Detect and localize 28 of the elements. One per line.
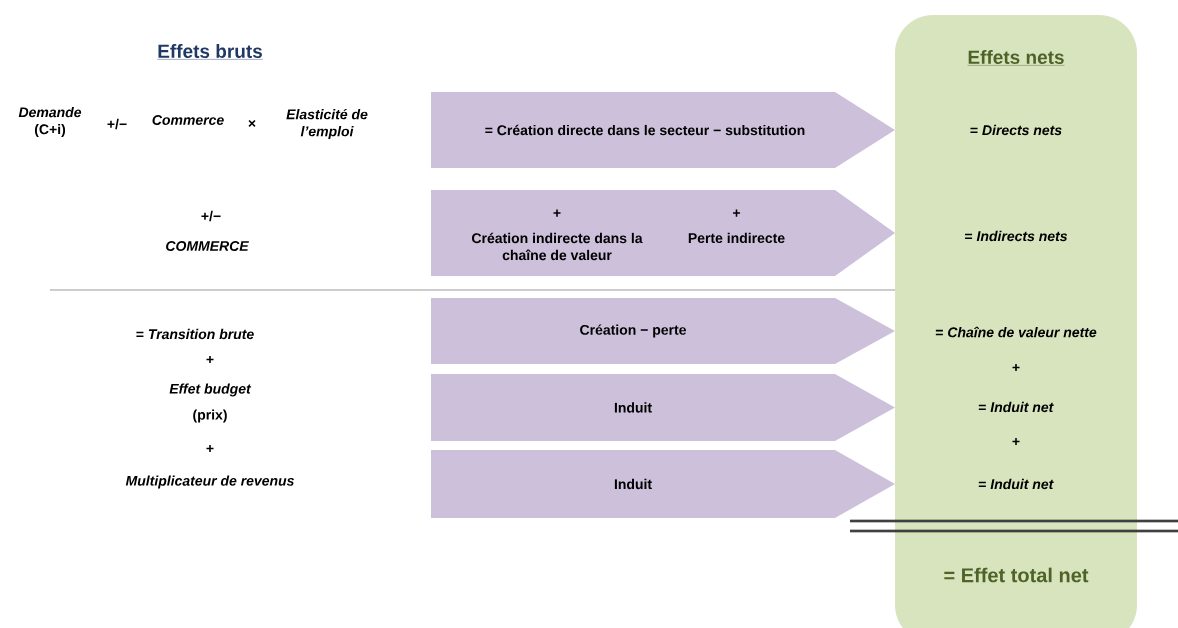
formula-term: (prix) — [193, 409, 227, 423]
formula-term: Multiplicateur de revenus — [125, 475, 294, 489]
formula-term: = Transition brute — [136, 328, 254, 340]
operator-sign: × — [248, 119, 256, 127]
formula-term: Commerce — [152, 115, 224, 125]
formula-term: Elasticité de l’emploi — [286, 108, 368, 140]
step-box: + + Création indirecte dans la chaîne de valeur Perte indirecte — [431, 190, 895, 276]
net-effect-text: = Induit net — [978, 401, 1054, 413]
column-heading: Effets bruts — [157, 44, 263, 60]
step-box: = Création directe dans le secteur − substitution — [431, 92, 895, 168]
operator-sign: + — [206, 355, 214, 363]
formula-term: Demande (C+i) — [18, 106, 82, 137]
net-effect-text: = Chaîne de valeur nette — [935, 326, 1097, 338]
step-box: Création − perte — [431, 298, 895, 364]
formula-term: Effet budget — [169, 383, 252, 397]
formula-term: COMMERCE — [166, 241, 249, 251]
step-box: Induit — [431, 450, 895, 518]
step-box: Induit — [431, 374, 895, 441]
net-effect-text: + — [1012, 363, 1020, 371]
operator-sign: +/− — [107, 118, 127, 130]
net-effect-text: = Induit net — [978, 478, 1054, 490]
operator-sign: +/− — [201, 210, 221, 222]
net-effect-text: = Directs nets — [970, 124, 1062, 136]
operator-sign: + — [206, 444, 214, 452]
net-effect-text: = Indirects nets — [965, 230, 1068, 242]
net-effect-text: + — [1012, 437, 1020, 445]
total-text: = Effet total net — [944, 567, 1089, 583]
panel-heading: Effets nets — [967, 50, 1065, 66]
